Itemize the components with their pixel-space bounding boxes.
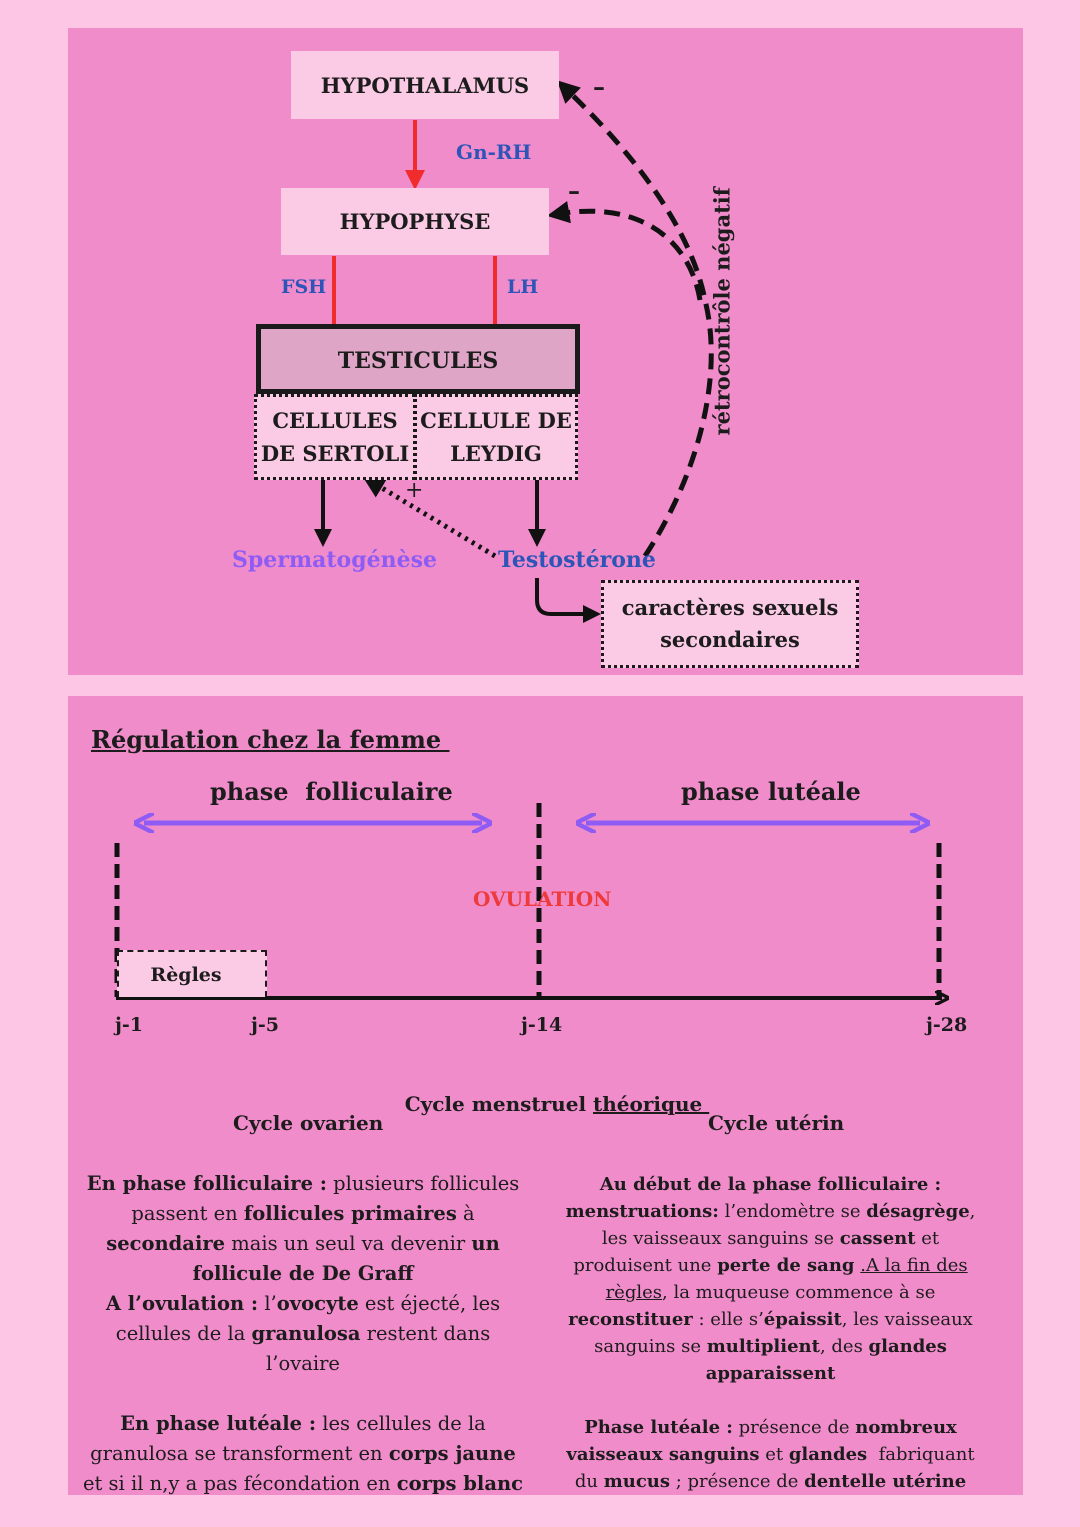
uterin-p1: menstruations: l’endomètre se désagrège,… — [565, 1201, 976, 1384]
female-title: Régulation chez la femme — [91, 725, 450, 754]
sertoli-line1: CELLULES — [272, 408, 398, 433]
testicules-label: TESTICULES — [337, 348, 499, 374]
minus-hypophyse: – — [568, 176, 580, 205]
characters-line1: caractères sexuels — [621, 595, 839, 620]
tick-j5: j-5 — [251, 1014, 279, 1036]
tick-j14: j-14 — [521, 1014, 563, 1036]
tick-j1: j-1 — [115, 1014, 143, 1036]
ovarien-p1: En phase folliculaire : plusieurs follic… — [86, 1172, 520, 1285]
uterin-p1-head: Au début de la phase folliculaire : — [599, 1174, 942, 1195]
phase-folliculaire-label: phase folliculaire — [210, 777, 453, 806]
lh-label: LH — [507, 276, 539, 298]
uterin-text: Au début de la phase folliculaire : mens… — [553, 1171, 988, 1495]
testosterone-label: Testostérone — [498, 547, 656, 573]
male-diagram-arrows — [314, 80, 714, 623]
phase-luteale-label: phase lutéale — [681, 777, 861, 806]
testicules-box: TESTICULES — [256, 324, 580, 394]
uterin-title: Cycle utérin — [708, 1111, 845, 1135]
spermatogenese-label: Spermatogénèse — [232, 547, 437, 573]
ovarien-title: Cycle ovarien — [233, 1111, 384, 1135]
characters-arrow — [535, 578, 601, 623]
fsh-label: FSH — [281, 276, 327, 298]
cycle-title-plain: Cycle menstruel — [404, 1092, 594, 1116]
regles-box: Règles — [117, 950, 267, 997]
ovarien-p2: A l’ovulation : l’ovocyte est éjecté, le… — [105, 1292, 501, 1375]
cycle-title: Cycle menstruel théorique — [0, 1068, 1080, 1116]
characters-line2: secondaires — [660, 627, 800, 652]
ovulation-label: OVULATION — [473, 887, 612, 911]
hypothalamus-box: HYPOTHALAMUS — [291, 51, 559, 119]
ovarien-p3: En phase lutéale : les cellules de la gr… — [82, 1412, 524, 1495]
testosterone-positive-arrow — [362, 476, 497, 559]
regles-label: Règles — [150, 963, 222, 986]
plus-sign: + — [405, 478, 424, 503]
feedback-hypophyse-arrow — [546, 201, 703, 301]
sertoli-box: CELLULES DE SERTOLI — [254, 394, 416, 480]
gnrh-label: Gn-RH — [456, 140, 532, 164]
secondary-characters-box: caractères sexuels secondaires — [601, 580, 859, 668]
retrocontrole-label: rétrocontrôle négatif — [709, 187, 735, 436]
tick-j28: j-28 — [926, 1014, 968, 1036]
cycle-title-underlined: théorique — [593, 1092, 710, 1116]
leydig-box: CELLULE DE LEYDIG — [414, 394, 578, 480]
leydig-line1: CELLULE DE — [420, 408, 572, 433]
minus-hypothalamus: – — [593, 72, 605, 101]
leydig-line2: LEYDIG — [450, 441, 542, 466]
sertoli-line2: DE SERTOLI — [260, 441, 410, 466]
uterin-p2: Phase lutéale : présence de nombreux vai… — [566, 1417, 981, 1492]
ovarien-text: En phase folliculaire : plusieurs follic… — [78, 1169, 528, 1499]
feedback-hypothalamus-arrow — [556, 80, 714, 558]
hypophyse-box: HYPOPHYSE — [281, 188, 549, 255]
